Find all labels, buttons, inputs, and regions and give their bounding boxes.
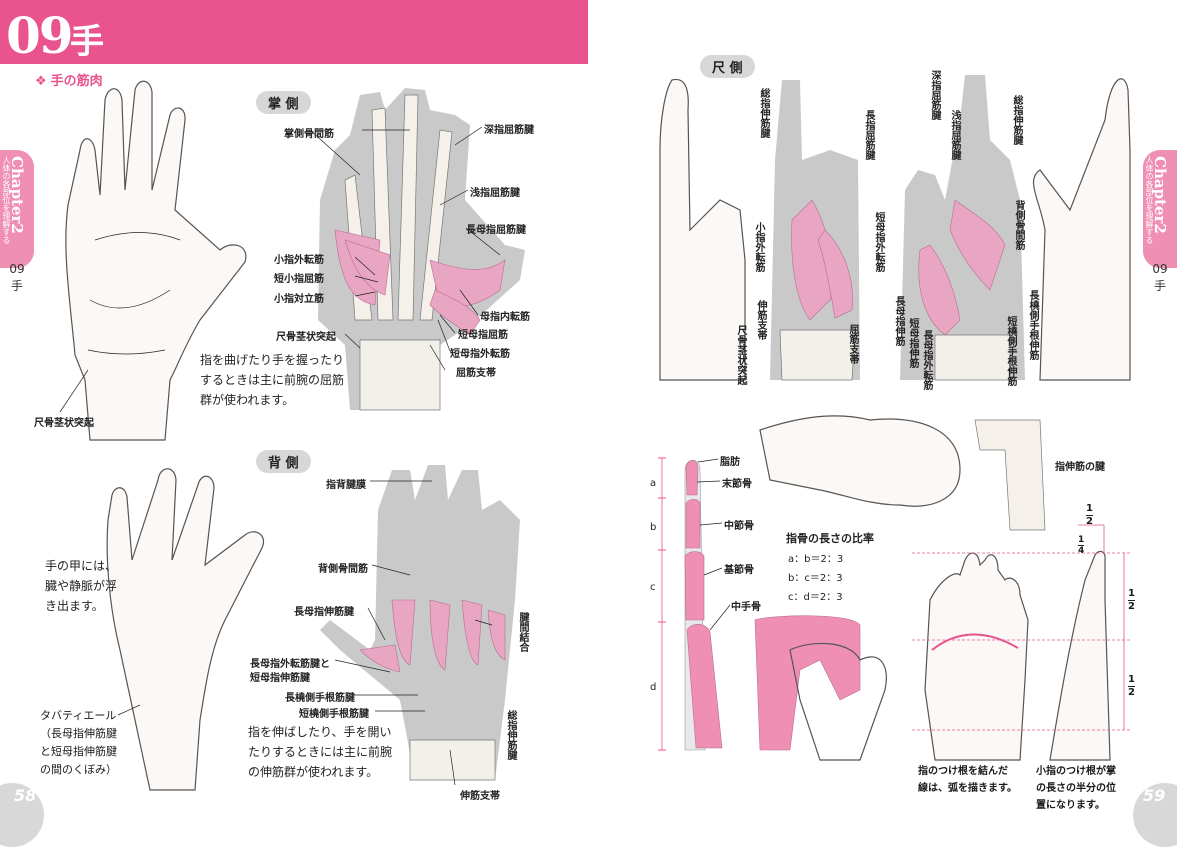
diamond-icon: ❖ [35,74,47,89]
subsection-title: ❖手の筋肉 [35,70,103,89]
proportion-note-2: 小指のつけ根が掌の長さの半分の位置になります。 [1036,766,1116,811]
palm-label-7: 小指対立筋 [274,294,324,305]
proportion-hand-side [1049,550,1111,761]
palm-label-1: 掌側骨間筋 [284,129,334,140]
palm-label-8: 母指内転筋 [480,312,530,323]
tabatiere-note: タバティエール（長母指伸筋腱と短母指伸筋腱の間のくぼみ） [40,709,117,776]
tab-subtitle-right: 人体の各部位を理解する [1145,156,1154,244]
palm-muscle-drawing [318,88,525,411]
tab-chapter-text-right: Chapter2 [1151,156,1169,234]
dorsal-note: 指を伸ばしたり、手を開いたりするときには主に前腕の伸筋群が使われます。 [248,725,393,779]
palm-outline-drawing [65,80,247,441]
ulnar-vlabel-15: 長橈側手根伸筋 [1027,290,1038,360]
header-bar [0,0,588,64]
page-number-left: 58 [14,786,37,805]
proportion-guides [912,524,1130,731]
ulnar-outline-right [1032,78,1131,381]
dorsal-pill: 背 側 [256,450,311,473]
ulnar-outline-left [659,78,746,381]
ulnar-vlabel-14: 長母指外転筋 [921,330,932,390]
dorsal-label-1: 指背腱膜 [326,480,366,491]
dorsal-label-5: 短母指伸筋腱 [250,673,310,684]
tab-label-right: 手 [1153,279,1166,293]
ulnar-vlabel-10: 浅指屈筋腱 [949,110,960,160]
ulnar-vlabel-4: 伸筋支帯 [755,300,766,340]
dorsal-label-6: 長橈側手根筋腱 [285,693,355,704]
palm-pill: 掌 側 [256,91,311,114]
ulnar-vlabel-7: 短母指外転筋 [873,212,884,272]
ulnar-muscle-drawing-1 [770,80,860,381]
finger-bones-diagram [658,457,731,751]
ulnar-vlabel-8: 長母指伸筋 [893,296,904,346]
ulnar-vlabel-16: 短橈側手根伸筋 [1005,316,1016,386]
palm-label-5: 小指外転筋 [274,255,324,266]
ulnar-vlabel-11: 総指伸筋腱 [1011,95,1022,145]
chapter-tab-left: Chapter2 人体の各部位を理解する [0,150,34,268]
bone-letter-b: b [650,522,657,533]
tendon-label: 指伸筋の腱 [1055,462,1105,473]
fist-drawing [754,415,1046,761]
bone-letter-d: d [650,682,657,693]
dorsal-label-7: 短橈側手根筋腱 [299,709,369,720]
bone-label-distal: 末節骨 [722,479,752,490]
dorsal-label-8: 伸筋支帯 [460,791,500,802]
dorsal-label-2: 背側骨間筋 [318,564,368,575]
subsection-text: 手の筋肉 [50,74,103,89]
ulnar-vlabel-5: 尺骨茎状突起 [735,325,746,385]
palm-note: 指を曲げたり手を握ったりするときは主に前腕の屈筋群が使われます。 [200,353,345,407]
tab-chapter-text: Chapter2 [8,156,26,234]
leader-lines [59,126,501,786]
ulnar-vlabel-13: 短母指伸筋 [907,318,918,368]
ulnar-vlabel-9: 深指屈筋腱 [929,70,940,120]
ulnar-vlabel-6: 屈筋支帯 [847,324,858,364]
palm-label-12: 尺骨茎状突起 [276,332,336,343]
dorsal-vlabel-2: 総指伸筋腱 [505,710,516,760]
tab-label-left: 手 [10,279,23,293]
ratio-title: 指骨の長さの比率 [786,532,874,545]
palm-label-11: 屈筋支帯 [456,368,496,379]
bone-letter-a: a [650,478,657,489]
tab-code-left: 09 [9,262,25,276]
chapter-number: 09 [6,6,74,65]
ulnar-vlabel-3: 小指外転筋 [753,222,764,272]
bone-letter-c: c [650,582,656,593]
dorsal-label-4: 長母指外転筋腱と [250,659,330,670]
bone-label-middle: 中節骨 [724,521,754,532]
palm-label-10: 短母指外転筋 [450,349,510,360]
bone-label-fat: 脂肪 [720,457,740,468]
bone-label-proximal: 基節骨 [724,565,754,576]
dorsal-vlabel-1: 腱間結合 [517,612,528,652]
proportion-note-1: 指のつけ根を結んだ線は、弧を描きます。 [918,766,1017,794]
chapter-title: 手 [70,22,104,62]
ulnar-pill: 尺 側 [700,55,755,78]
palm-label-9: 短母指屈筋 [458,330,508,341]
tab-subtitle: 人体の各部位を理解する [2,156,11,244]
illustrations [59,75,1131,791]
ulnar-vlabel-2: 長指屈筋腱 [863,110,874,160]
tab-code-right: 09 [1152,262,1168,276]
ulnar-vlabel-12: 背側骨間筋 [1013,200,1024,250]
dorsal-label-3: 長母指伸筋腱 [294,607,354,618]
palm-label-4: 長母指屈筋腱 [466,225,526,236]
dorsal-muscle-drawing [320,465,520,781]
bone-label-metacarpal: 中手骨 [731,602,761,613]
palm-label-3: 浅指屈筋腱 [470,188,520,199]
page-number-right: 59 [1143,786,1166,805]
ulnar-vlabel-1: 総指伸筋腱 [758,88,769,138]
ulnar-muscle-drawing-2 [900,75,1025,381]
chapter-tab-right: Chapter2 人体の各部位を理解する [1143,150,1177,268]
palm-label-6: 短小指屈筋 [274,274,324,285]
palm-left-label: 尺骨茎状突起 [34,418,94,429]
palm-label-2: 深指屈筋腱 [484,125,534,136]
dorsal-side-note: 手の甲には、臓や静脈が浮き出ます。 [45,559,118,613]
proportion-hand-front [924,552,1029,761]
dorsal-outline-drawing [106,468,265,791]
